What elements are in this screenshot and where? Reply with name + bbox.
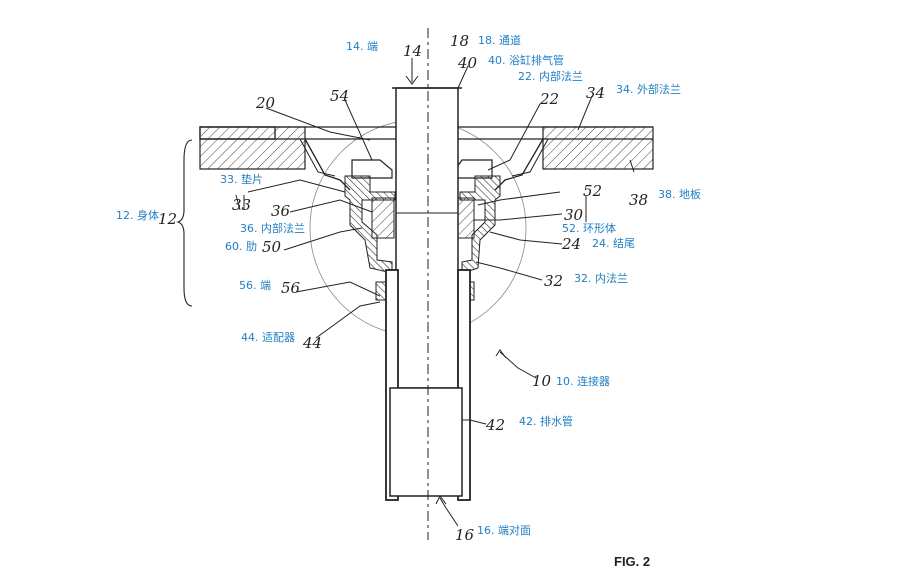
numeral-10: 10 [532,372,552,390]
numeral-52: 52 [583,182,602,200]
numeral-34: 34 [586,84,605,102]
numeral-12: 12 [158,210,177,228]
label-floor-38: 38. 地板 [658,187,701,201]
numeral-36: 36 [271,202,291,220]
numeral-32: 32 [544,272,563,290]
label-inner-flange-32: 32. 内法兰 [574,271,628,285]
label-pipe-40: 40. 浴缸排气管 [488,53,564,67]
numeral-56: 56 [281,279,301,297]
drain-pipe [389,387,463,497]
label-passage-18: 18. 通道 [478,33,521,47]
numeral-16: 16 [455,526,475,544]
numeral-20: 20 [255,94,276,112]
numeral-33: 33 [232,196,251,214]
label-gasket-33: 33. 垫片 [220,172,263,186]
label-rib-60: 60. 肋 [225,239,257,253]
leader-lines [235,58,635,527]
label-end-56: 56. 端 [239,279,271,292]
numeral-22: 22 [539,90,559,108]
numeral-54: 54 [330,87,349,105]
label-inner-flange-22: 22. 内部法兰 [518,69,583,83]
numeral-50: 50 [262,238,282,256]
numeral-38: 38 [629,191,648,209]
label-tail-24: 24. 结尾 [592,237,635,250]
numeral-42: 42 [485,416,505,434]
label-body-12: 12. 身体 [116,208,159,222]
label-opposite-end-16: 16. 端对面 [477,523,531,537]
numeral-40: 40 [457,54,478,72]
numeral-18: 18 [450,32,469,50]
label-outer-flange-34: 34. 外部法兰 [616,82,681,96]
body-bracket [176,139,193,307]
label-end-14: 14. 端 [346,40,378,53]
label-ring-52: 52. 环形体 [562,221,616,235]
label-inner-flange-36: 36. 内部法兰 [240,221,305,235]
numeral-44: 44 [302,334,322,352]
label-drain-42: 42. 排水管 [519,414,573,428]
label-adapter-44: 44. 适配器 [241,331,295,344]
figure-label: FIG. 2 [614,554,650,569]
tub-pipe [395,87,459,389]
numeral-24: 24 [561,235,581,253]
numeral-30: 30 [564,206,584,224]
label-connector-10: 10. 连接器 [556,375,610,388]
numeral-14: 14 [403,42,422,60]
